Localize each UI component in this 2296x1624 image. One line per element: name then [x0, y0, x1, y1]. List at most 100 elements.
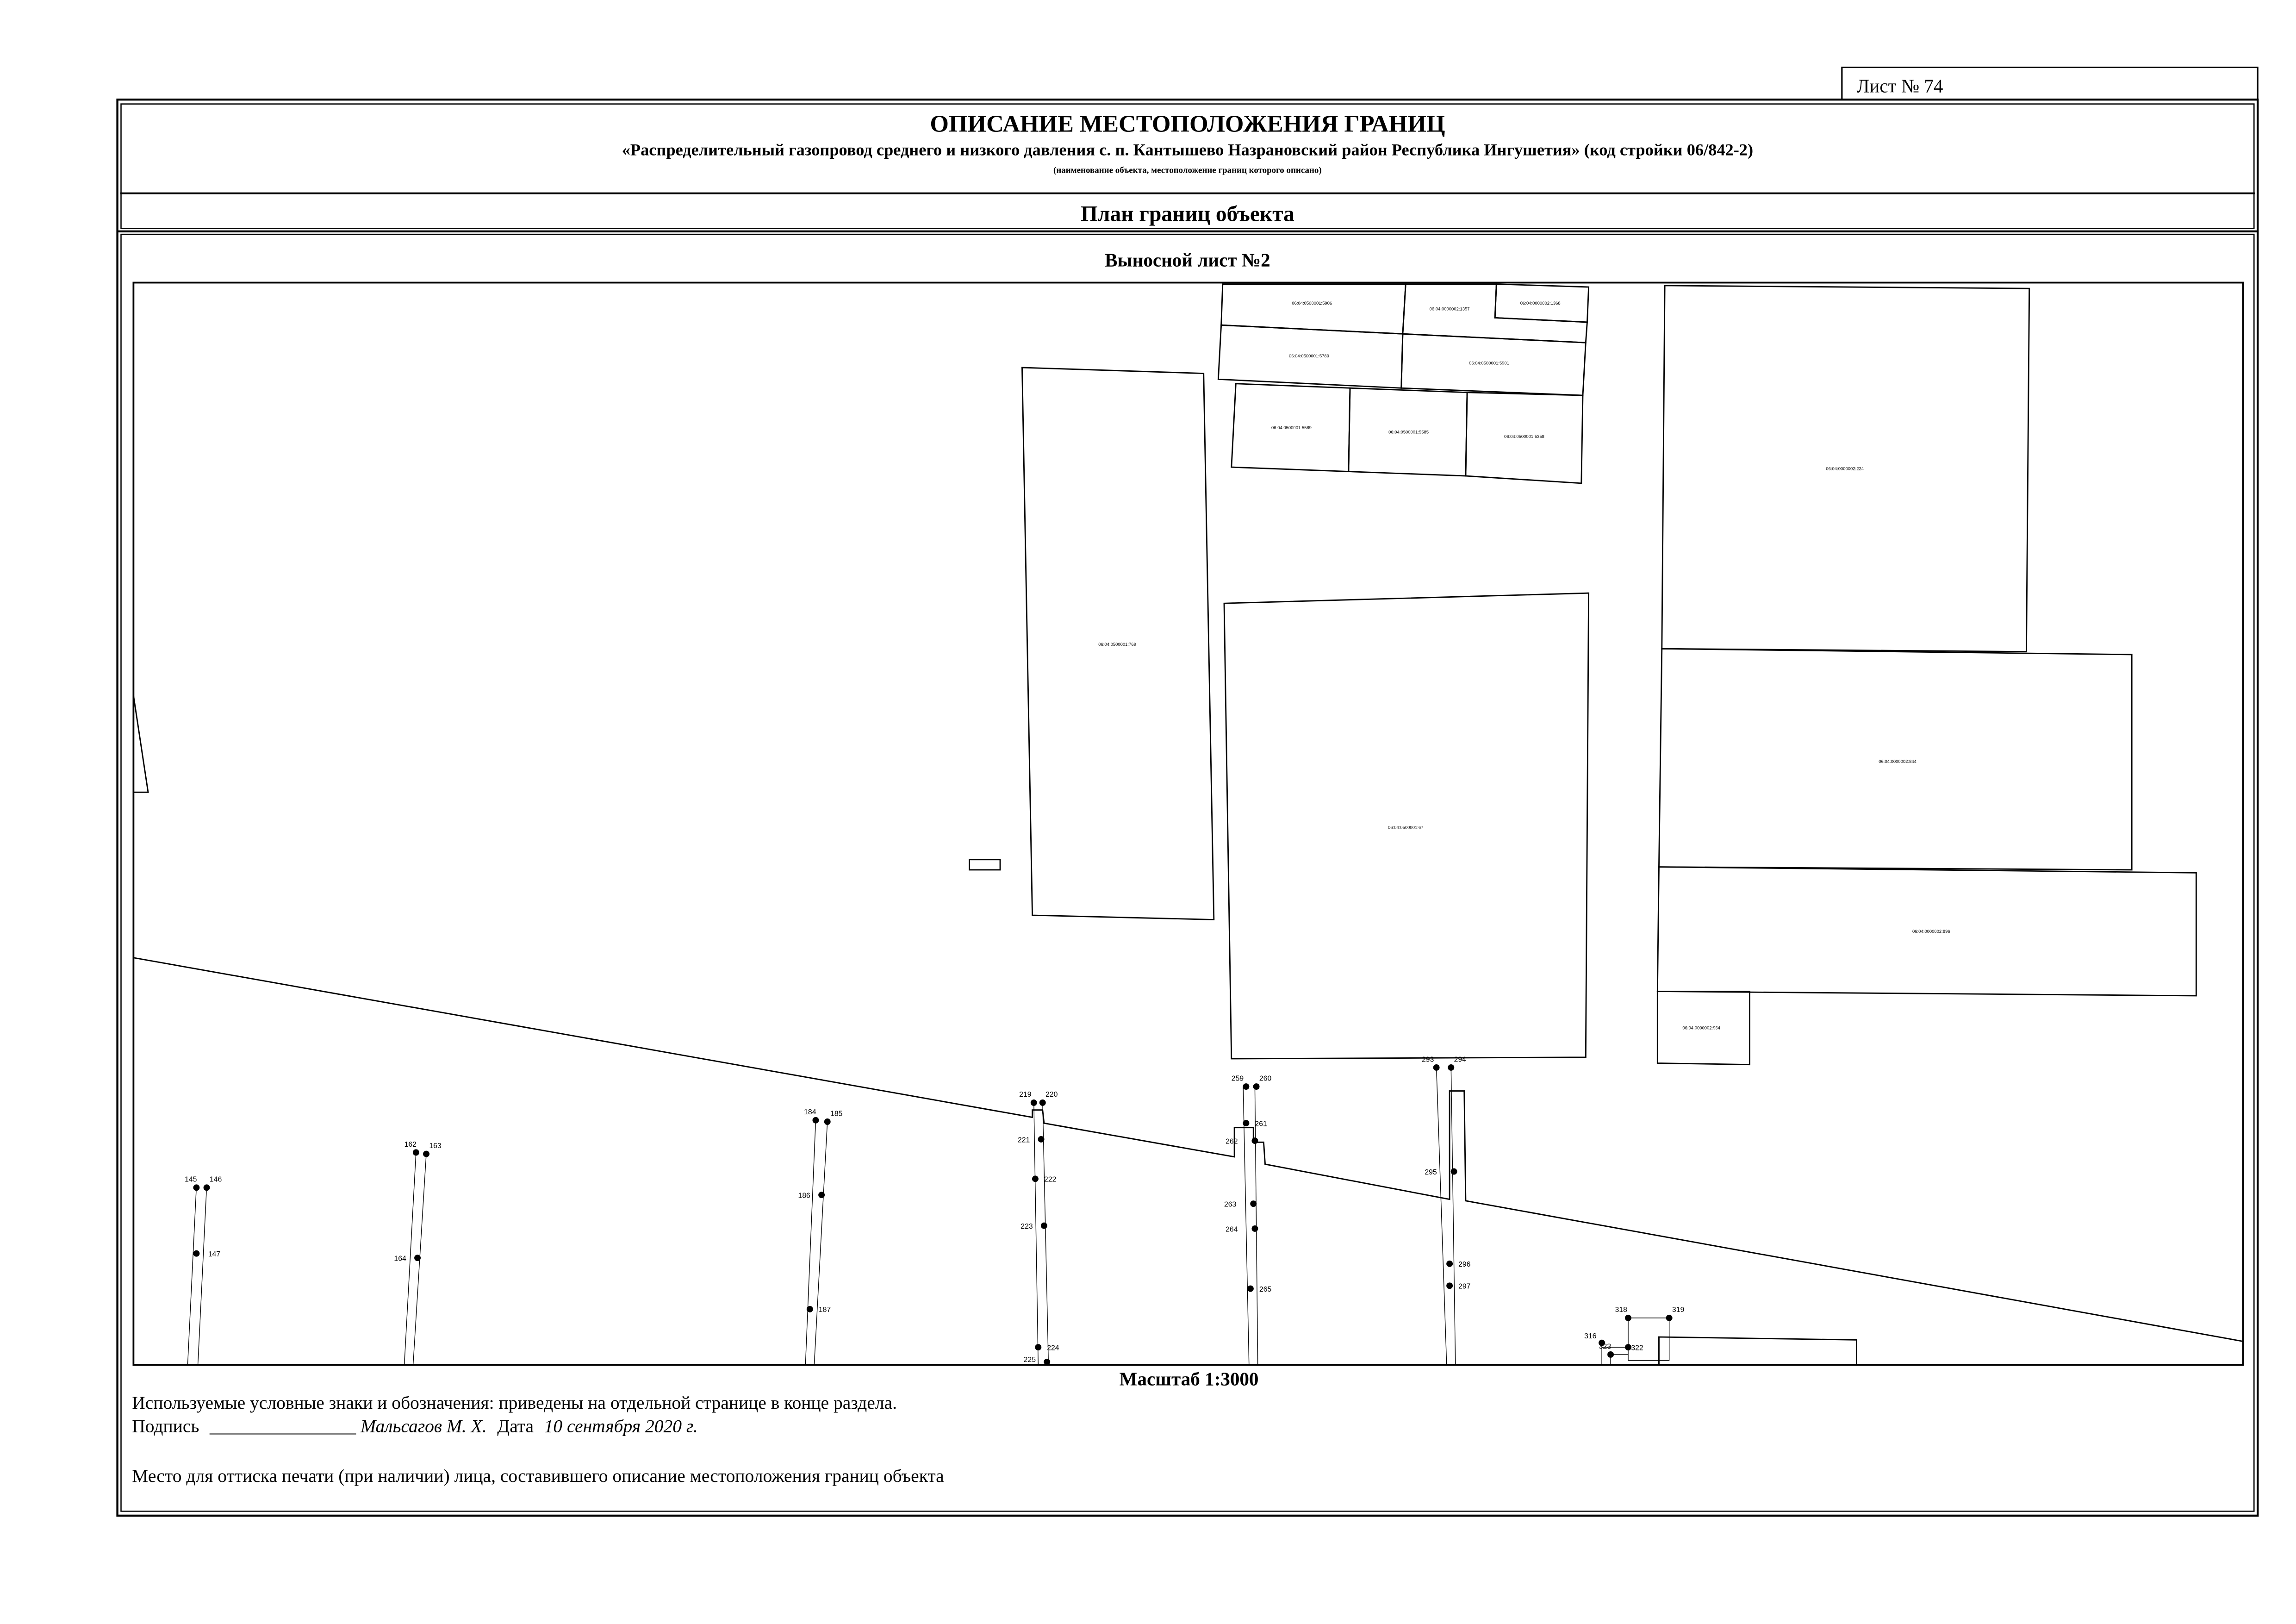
- boundary-point-marker: [824, 1118, 831, 1125]
- strip-edge: [1243, 1087, 1250, 1365]
- boundary-point-label: 296: [1458, 1261, 1471, 1268]
- parcel-label: 06:04:0000002:1357: [1430, 307, 1470, 312]
- parcel: [1658, 648, 2133, 871]
- strip-edge: [1042, 1101, 1049, 1365]
- boundary-point-marker: [1030, 1099, 1037, 1106]
- signature-row: Подпись ________________ Мальсагов М. Х.…: [132, 1416, 697, 1437]
- date-value: 10 сентября 2020 г.: [544, 1416, 698, 1437]
- boundary-point-marker: [1433, 1064, 1440, 1071]
- parcel-label: 06:04:0000002:1368: [1520, 301, 1561, 306]
- boundary-point-marker: [1253, 1083, 1260, 1090]
- object-name-caption: (наименование объекта, местоположение гр…: [1053, 165, 1322, 175]
- parcel-label: 06:04:0000002:224: [1826, 466, 1864, 471]
- parcel-label: 06:04:0500001:5358: [1504, 434, 1544, 439]
- strip-edge: [404, 1152, 417, 1365]
- parcel: [1656, 991, 1751, 1066]
- stamp-note: Место для оттиска печати (при наличии) л…: [132, 1466, 944, 1486]
- boundary-point-marker: [203, 1184, 210, 1191]
- signature-line: ________________: [209, 1416, 356, 1437]
- parcel-label: 06:04:0000002:844: [1879, 759, 1916, 764]
- boundary-point-marker: [1040, 1222, 1047, 1229]
- date-label: Дата: [497, 1416, 534, 1437]
- parcel-label: 06:04:0500001:769: [1098, 642, 1136, 647]
- boundary-point-label: 185: [830, 1110, 843, 1118]
- parcel: [1465, 392, 1584, 484]
- parcel-label: 06:04:0000002:896: [1912, 929, 1950, 934]
- boundary-point-marker: [1032, 1175, 1039, 1182]
- boundary-point-label: 221: [1018, 1136, 1030, 1144]
- boundary-point-label: 222: [1044, 1176, 1056, 1184]
- boundary-point-label: 219: [1019, 1091, 1032, 1099]
- map-frame: [132, 281, 2244, 1366]
- boundary-point-label: 294: [1454, 1056, 1467, 1063]
- strip-edge: [1254, 1087, 1258, 1365]
- boundary-point-label: 164: [394, 1255, 406, 1263]
- boundary-point-label: 265: [1259, 1286, 1272, 1293]
- parcel-bottom-right: [1658, 1336, 1857, 1365]
- boundary-point-label: 293: [1422, 1056, 1434, 1063]
- boundary-point-label: 223: [1020, 1223, 1033, 1230]
- boundary-point-marker: [1035, 1344, 1042, 1351]
- strip-edge: [197, 1186, 207, 1365]
- boundary-point-label: 145: [185, 1176, 197, 1184]
- road-boundary-line: [133, 957, 2243, 1342]
- boundary-point-marker: [1243, 1083, 1250, 1090]
- boundary-point-marker: [414, 1255, 421, 1262]
- boundary-point-marker: [1607, 1351, 1614, 1358]
- strip-edge: [187, 1186, 197, 1365]
- outer-frame: [116, 98, 2259, 1517]
- boundary-point-label: 163: [429, 1142, 442, 1150]
- pipeline-strips: [187, 1067, 1670, 1365]
- boundary-point-label: 186: [798, 1192, 810, 1200]
- boundary-point-label: 224: [1047, 1344, 1059, 1352]
- strip-edge: [1628, 1318, 1670, 1361]
- main-frame: [120, 233, 2255, 1512]
- parcel-label: 06:04:0500001:5789: [1289, 354, 1329, 359]
- boundary-point-marker: [1625, 1314, 1631, 1321]
- boundary-point-label: 323: [1599, 1343, 1612, 1350]
- boundary-point-marker: [193, 1250, 200, 1257]
- boundary-point-marker: [812, 1117, 819, 1124]
- map-title: Выносной лист №2: [1105, 250, 1270, 271]
- boundary-point-marker: [193, 1184, 200, 1191]
- boundary-point-label: 261: [1255, 1120, 1267, 1128]
- boundary-point-marker: [1450, 1168, 1457, 1175]
- parcel: [1223, 592, 1590, 1060]
- boundary-point-marker: [412, 1149, 419, 1156]
- boundary-point-marker: [1038, 1136, 1045, 1143]
- boundary-point-marker: [1448, 1064, 1455, 1071]
- boundary-point-marker: [818, 1192, 825, 1199]
- boundary-point-marker: [1446, 1260, 1453, 1267]
- boundary-point-marker: [1039, 1099, 1046, 1106]
- strip-edge: [814, 1121, 828, 1365]
- boundary-point-marker: [423, 1150, 429, 1157]
- small-structure: [969, 859, 1001, 871]
- parcel-edge-left: [132, 695, 149, 793]
- page-title: ОПИСАНИЕ МЕСТОПОЛОЖЕНИЯ ГРАНИЦ: [930, 111, 1445, 137]
- parcel-label: 06:04:0500001:5585: [1388, 430, 1429, 435]
- boundary-point-label: 147: [208, 1250, 220, 1258]
- parcel: [1021, 367, 1215, 920]
- sheet-number: Лист № 74: [1856, 75, 1943, 96]
- parcel: [1661, 285, 2030, 653]
- parcel-label: 06:04:0500001:5901: [1469, 361, 1509, 366]
- boundary-point-marker: [1599, 1339, 1605, 1346]
- parcel: [1656, 866, 2197, 997]
- signature-label: Подпись: [132, 1416, 199, 1437]
- boundary-point-marker: [1247, 1285, 1254, 1292]
- map-scale: Масштаб 1:3000: [1120, 1368, 1259, 1389]
- parcel-label: 06:04:0500001:5589: [1271, 425, 1312, 431]
- object-name: «Распределительный газопровод среднего и…: [622, 140, 1753, 159]
- boundary-point-label: 318: [1615, 1306, 1628, 1314]
- parcel-label: 06:04:0000002:964: [1682, 1026, 1720, 1031]
- boundary-point-label: 322: [1631, 1344, 1643, 1352]
- boundary-point-label: 220: [1045, 1091, 1058, 1099]
- strip-edge: [805, 1120, 816, 1365]
- parcel-label: 06:04:0500001:67: [1388, 825, 1423, 830]
- boundary-point-marker: [1251, 1137, 1258, 1144]
- boundary-point-label: 260: [1259, 1074, 1272, 1082]
- boundary-point-label: 319: [1672, 1306, 1685, 1314]
- boundary-point-label: 225: [1024, 1356, 1036, 1364]
- strip-edge: [1436, 1067, 1447, 1365]
